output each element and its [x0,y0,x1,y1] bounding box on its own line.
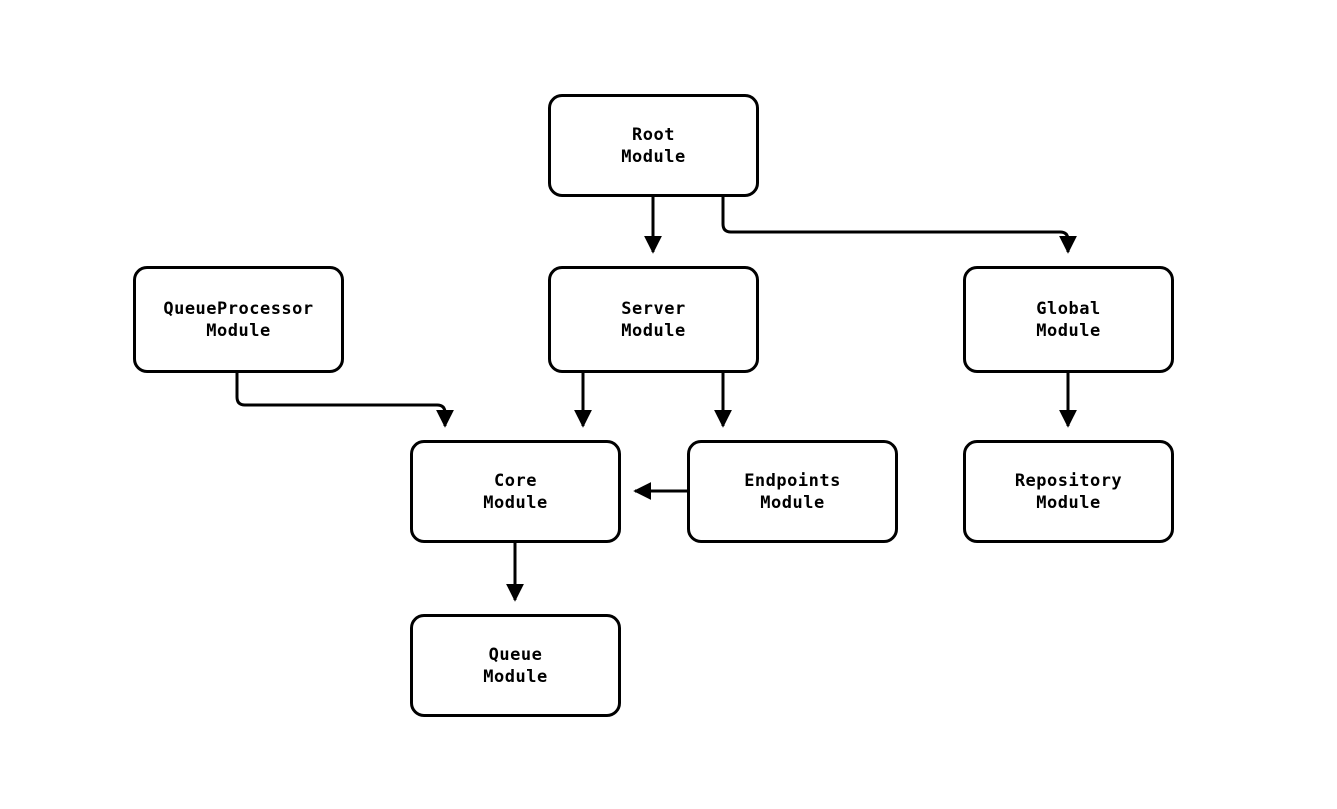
node-root-module[interactable]: Root Module [548,94,759,197]
edge-queueprocessor-to-core [235,373,454,428]
node-endpoints-module[interactable]: Endpoints Module [687,440,898,543]
node-root-module-label-line1: Root [632,124,675,145]
node-queueprocessor-module[interactable]: QueueProcessor Module [133,266,344,373]
node-endpoints-module-label-line2: Module [760,492,825,513]
node-root-module-label-line2: Module [621,146,686,167]
node-queue-module-label-line2: Module [483,666,548,687]
node-core-module-label-line1: Core [494,470,537,491]
node-server-module[interactable]: Server Module [548,266,759,373]
node-server-module-label-line1: Server [621,298,686,319]
node-core-module[interactable]: Core Module [410,440,621,543]
node-queue-module[interactable]: Queue Module [410,614,621,717]
node-queueprocessor-module-label-line1: QueueProcessor [163,298,314,319]
node-server-module-label-line2: Module [621,320,686,341]
node-global-module[interactable]: Global Module [963,266,1174,373]
node-global-module-label-line1: Global [1036,298,1101,319]
node-global-module-label-line2: Module [1036,320,1101,341]
node-repository-module[interactable]: Repository Module [963,440,1174,543]
node-repository-module-label-line2: Module [1036,492,1101,513]
node-queue-module-label-line1: Queue [488,644,543,665]
node-endpoints-module-label-line1: Endpoints [744,470,841,491]
edge-root-to-global [721,197,1077,254]
node-queueprocessor-module-label-line2: Module [206,320,271,341]
node-repository-module-label-line1: Repository [1014,470,1123,491]
node-core-module-label-line2: Module [483,492,548,513]
